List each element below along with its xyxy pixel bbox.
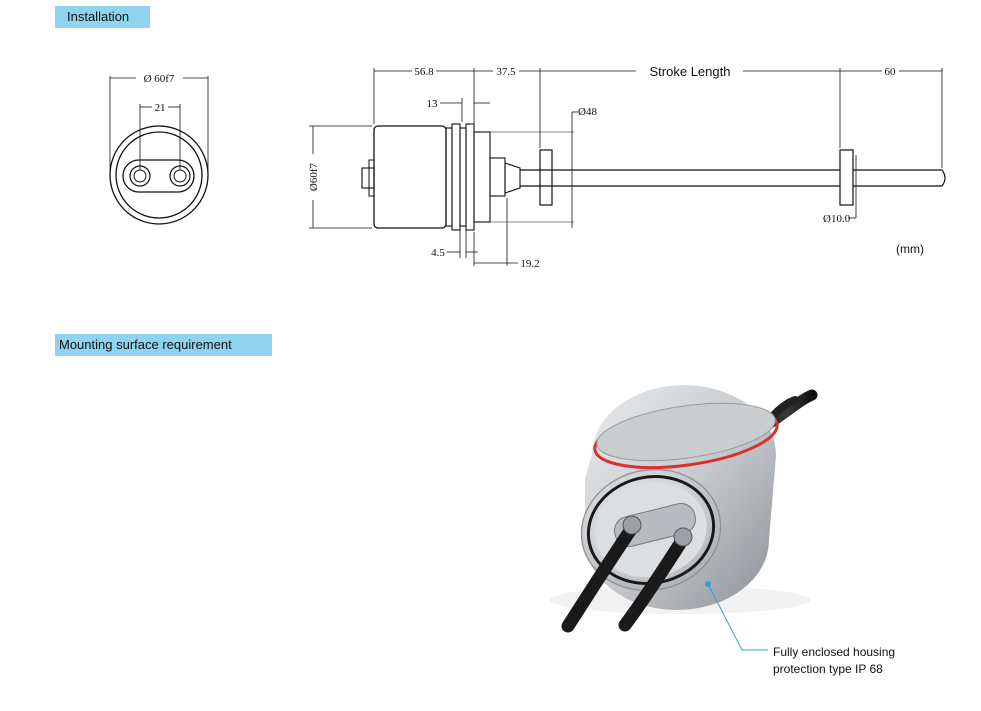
dim-19-2: 19.2 xyxy=(520,258,539,270)
stroke-length-label: Stroke Length xyxy=(650,64,731,79)
dim-4-5: 4.5 xyxy=(431,247,445,259)
connector-plate xyxy=(122,159,195,193)
dim-60f7-vertical: Ø60f7 xyxy=(308,162,320,191)
housing-body xyxy=(373,125,447,229)
hole-spacing-label: 21 xyxy=(155,102,166,114)
mounting-heading: Mounting surface requirement xyxy=(55,334,272,356)
callout-line xyxy=(707,583,768,651)
unit-label: (mm) xyxy=(896,242,924,256)
front-diameter-label: Ø 60f7 xyxy=(144,73,175,85)
dim-10: Ø10.0 xyxy=(823,213,851,225)
sensor-photo xyxy=(550,385,818,651)
side-view: 56.8 37.5 Stroke Length 60 13 Ø48 Ø60f7 … xyxy=(308,64,946,270)
dim-56-8: 56.8 xyxy=(414,66,434,78)
dim-48: Ø48 xyxy=(578,106,597,118)
callout-line-1: Fully enclosed housing xyxy=(773,645,896,659)
callout-line-2: protection type IP 68 xyxy=(773,662,883,676)
dim-37-5: 37.5 xyxy=(496,66,516,78)
installation-heading: Installation xyxy=(55,6,150,28)
magnet-ring-start xyxy=(539,149,553,206)
front-view: Ø 60f7 21 xyxy=(109,73,209,225)
callout-text: Fully enclosed housing protection type I… xyxy=(773,644,895,678)
dim-60: 60 xyxy=(885,66,897,78)
housing-outer-circle xyxy=(109,125,209,225)
magnet-ring-end xyxy=(839,149,854,206)
housing-inner-circle xyxy=(115,131,203,219)
dim-13: 13 xyxy=(427,98,439,110)
